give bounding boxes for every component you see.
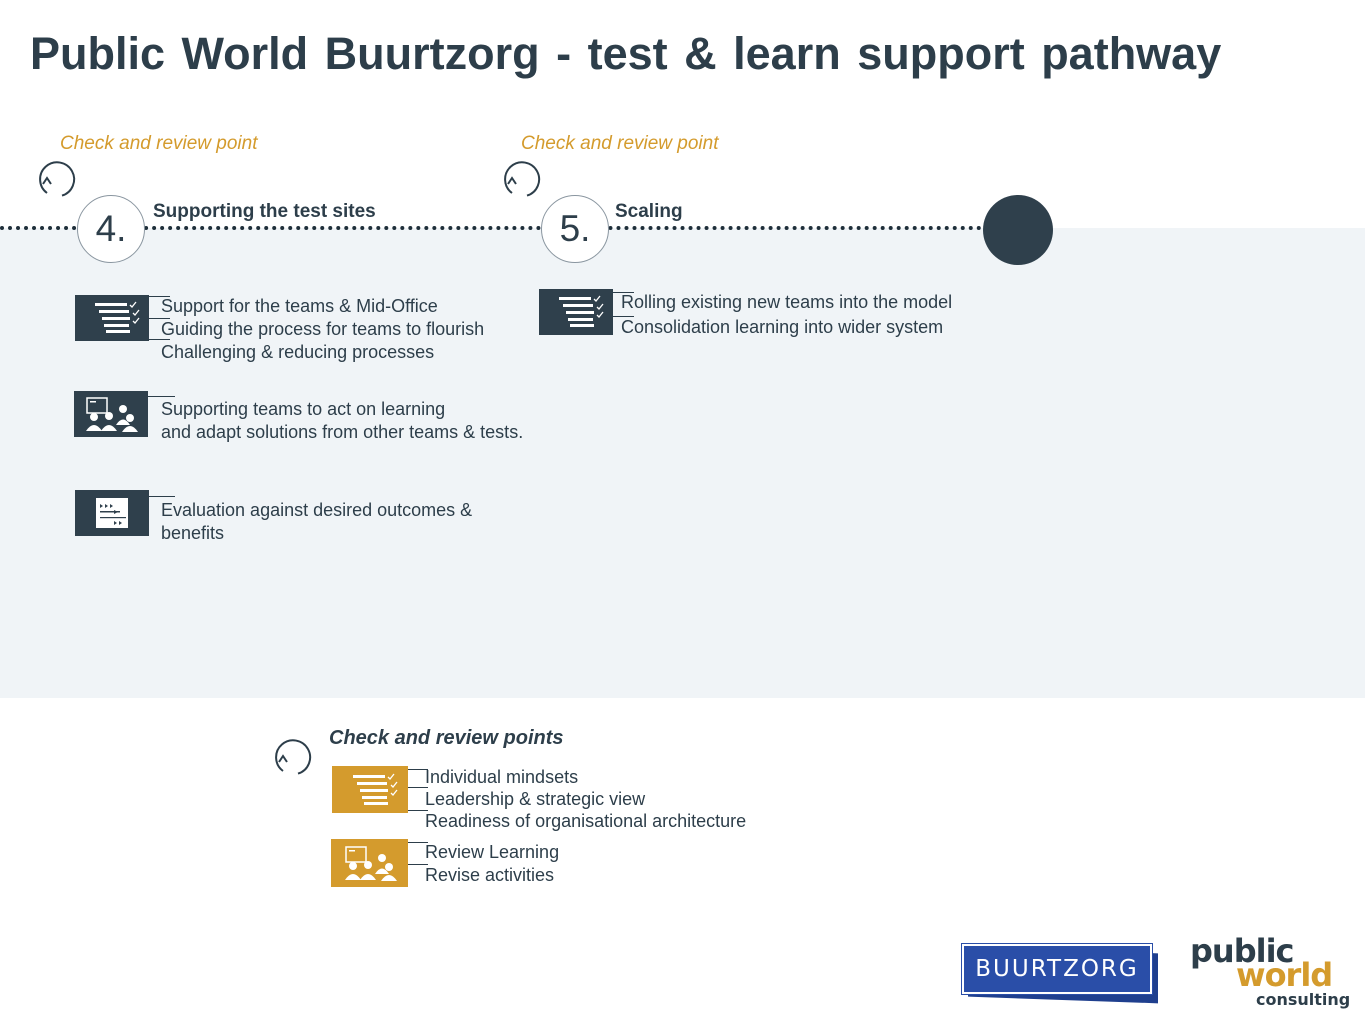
- refresh-cycle-icon: [275, 739, 312, 775]
- leader-line: [148, 339, 170, 340]
- list-item: Guiding the process for teams to flouris…: [161, 319, 485, 339]
- step-title: Supporting the test sites: [153, 201, 376, 222]
- timeline-end-marker: [983, 195, 1053, 265]
- list-item: benefits: [161, 523, 225, 543]
- public-world-logo-text-1: public: [1190, 932, 1294, 970]
- step-title: Scaling: [615, 201, 683, 222]
- review-point-label-1: Check and review point: [60, 133, 258, 154]
- leader-line: [408, 864, 428, 865]
- step-number-circle: 4.: [77, 195, 145, 263]
- list-item: Leadership & strategic view: [425, 789, 646, 809]
- review-point-label-2: Check and review point: [521, 133, 719, 154]
- list-item: Rolling existing new teams into the mode…: [621, 292, 953, 312]
- list-item: Consolidation learning into wider system: [621, 317, 944, 337]
- refresh-cycle-icon: [504, 161, 541, 197]
- team-presentation-icon: [331, 839, 408, 887]
- list-item: and adapt solutions from other teams & t…: [161, 422, 524, 442]
- buurtzorg-logo: BUURTZORG: [962, 944, 1160, 1004]
- buurtzorg-logo-text: BUURTZORG: [975, 956, 1139, 982]
- check-points-title: Check and review points: [329, 727, 564, 749]
- list-item: Individual mindsets: [425, 767, 579, 787]
- leader-line: [148, 496, 175, 497]
- leader-line: [408, 787, 428, 788]
- list-item: Evaluation against desired outcomes &: [161, 500, 473, 520]
- content-band: [0, 228, 1365, 698]
- refresh-cycle-icon: [39, 161, 76, 197]
- public-world-logo-text-2: world: [1236, 956, 1333, 994]
- public-world-logo: public world consulting: [1190, 932, 1350, 1012]
- list-item: Support for the teams & Mid-Office: [161, 296, 438, 316]
- timeline-dotted-line: [0, 226, 990, 230]
- list-item: Readiness of organisational architecture: [425, 811, 747, 831]
- list-item: Revise activities: [425, 865, 555, 885]
- leader-line: [408, 769, 428, 770]
- leader-line: [148, 296, 170, 297]
- public-world-logo-text-3: consulting: [1256, 990, 1351, 1009]
- step-number-circle: 5.: [541, 195, 609, 263]
- leader-line: [147, 396, 175, 397]
- checklist-icon: [75, 295, 149, 341]
- page-title: Public World Buurtzorg - test & learn su…: [30, 28, 1222, 79]
- leader-line: [408, 810, 428, 811]
- checklist-icon: [332, 766, 408, 813]
- list-item: Review Learning: [425, 842, 560, 862]
- checklist-icon: [539, 289, 613, 335]
- leader-line: [408, 842, 428, 843]
- leader-line: [612, 292, 634, 293]
- list-item: Supporting teams to act on learning: [161, 399, 446, 419]
- team-presentation-icon: [74, 391, 148, 437]
- evaluation-board-icon: [75, 490, 149, 536]
- leader-line: [612, 316, 634, 317]
- leader-line: [148, 318, 170, 319]
- list-item: Challenging & reducing processes: [161, 342, 435, 362]
